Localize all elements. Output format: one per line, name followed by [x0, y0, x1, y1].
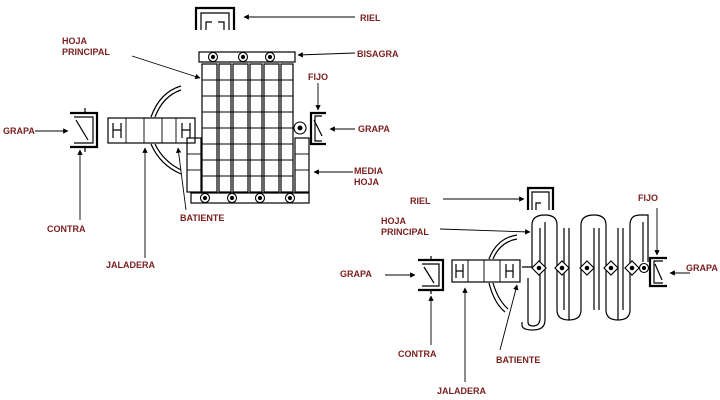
left-grapa-right-label: GRAPA [358, 124, 390, 134]
left-media-hoja-label-line2: HOJA [354, 177, 380, 187]
right-riel-profile [526, 186, 555, 210]
right-fijo-label: FIJO [638, 193, 658, 203]
left-right-grapa [309, 111, 326, 146]
left-diagram: RIEL HOJA PRINCIPAL BISAGRA FIJO GRAPA G… [3, 6, 399, 270]
right-hinges [531, 260, 650, 276]
right-jaladera-label: JALADERA [437, 386, 487, 396]
left-labels: RIEL HOJA PRINCIPAL BISAGRA FIJO GRAPA G… [3, 13, 399, 270]
right-riel-label: RIEL [410, 196, 431, 206]
left-slats [186, 63, 310, 193]
right-accordion-panels [521, 214, 649, 331]
right-grapa-right-label: GRAPA [686, 263, 718, 273]
right-leader-lines [385, 196, 690, 382]
left-fijo-label: FIJO [308, 72, 328, 82]
left-contra-label: CONTRA [47, 224, 86, 234]
left-hoja-principal-label-line2: PRINCIPAL [62, 47, 110, 57]
left-batiente-label: BATIENTE [180, 213, 224, 223]
left-bottom-hinges [190, 192, 310, 204]
left-leader-lines [35, 14, 356, 258]
left-media-hoja-label-line1: MEDIA [354, 166, 384, 176]
right-batiente-label: BATIENTE [496, 355, 540, 365]
left-fijo-pivot [293, 121, 307, 135]
left-riel-label: RIEL [360, 13, 381, 23]
right-hoja-principal-label-line1: HOJA [381, 216, 407, 226]
right-diagram: RIEL FIJO HOJA PRINCIPAL GRAPA GRAPA CON… [340, 186, 718, 396]
left-riel-profile [194, 6, 236, 30]
left-grapa-left-label: GRAPA [3, 126, 35, 136]
left-batiente-assembly [107, 85, 196, 175]
left-left-grapa [70, 108, 99, 152]
right-labels: RIEL FIJO HOJA PRINCIPAL GRAPA GRAPA CON… [340, 193, 718, 396]
left-jaladera-label: JALADERA [106, 260, 156, 270]
left-top-hinges [198, 51, 296, 63]
right-left-grapa [418, 256, 445, 294]
right-contra-label: CONTRA [398, 349, 437, 359]
right-grapa-left-label: GRAPA [340, 269, 372, 279]
left-bisagra-label: BISAGRA [357, 49, 399, 59]
right-batiente-assembly [451, 234, 521, 313]
right-right-grapa [648, 256, 667, 288]
left-hoja-principal-label-line1: HOJA [62, 36, 88, 46]
right-hoja-principal-label-line2: PRINCIPAL [381, 227, 429, 237]
